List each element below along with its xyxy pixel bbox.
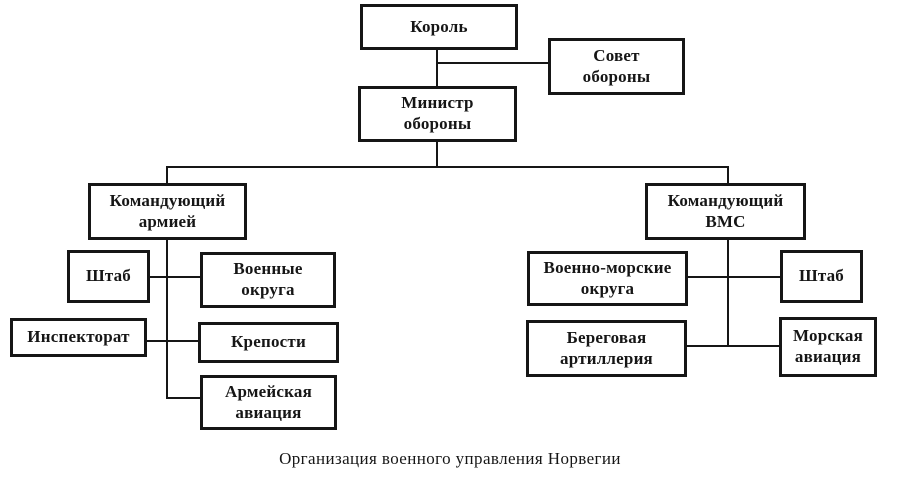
node-ministr-oborony: Министр обороны xyxy=(358,86,517,142)
node-beregovaya-artilleriya: Береговая артиллерия xyxy=(526,320,687,377)
connector-inspektorat-kreposti xyxy=(147,340,200,342)
node-shtab-vms: Штаб xyxy=(780,250,863,303)
node-kreposti-label: Крепости xyxy=(231,332,306,352)
node-morskaya-aviatsiya-label: Морская авиация xyxy=(793,326,863,366)
node-armeyskaya-aviatsiya: Армейская авиация xyxy=(200,375,337,430)
node-voennye-okruga: Военные округа xyxy=(200,252,336,308)
node-sovet-oborony-label: Совет обороны xyxy=(582,45,651,86)
connector-navy-trunk xyxy=(727,240,729,346)
node-voenno-morskie-okruga: Военно-морские округа xyxy=(527,251,688,306)
node-komanduyushchiy-vms: Командующий ВМС xyxy=(645,183,806,240)
node-ministr-oborony-label: Министр обороны xyxy=(401,93,474,133)
connector-army-trunk xyxy=(166,240,168,399)
node-korol: Король xyxy=(360,4,518,50)
connector-shtab-voennye xyxy=(150,276,200,278)
connector-drop-navy xyxy=(727,167,729,183)
node-inspektorat-label: Инспекторат xyxy=(27,327,130,347)
connector-to-armeyskaya xyxy=(167,397,200,399)
connector-beregovaya-morskaya xyxy=(686,345,779,347)
connector-korol-to-ministr xyxy=(436,49,438,86)
connector-drop-army xyxy=(166,167,168,183)
node-beregovaya-artilleriya-label: Береговая артиллерия xyxy=(560,327,653,368)
node-komanduyushchiy-vms-label: Командующий ВМС xyxy=(667,190,784,231)
node-armeyskaya-aviatsiya-label: Армейская авиация xyxy=(225,381,312,422)
node-shtab-vms-label: Штаб xyxy=(798,266,845,286)
node-korol-label: Король xyxy=(410,16,468,36)
node-morskaya-aviatsiya: Морская авиация xyxy=(779,317,877,377)
connector-vmsokruga-shtab xyxy=(688,276,780,278)
diagram-caption: Организация военного управления Норвегии xyxy=(279,449,621,468)
node-komanduyushchiy-armiey: Командующий армией xyxy=(88,183,247,240)
node-komanduyushchiy-armiey-label: Командующий армией xyxy=(109,190,226,231)
connector-to-sovet xyxy=(437,62,548,64)
node-sovet-oborony: Совет обороны xyxy=(548,38,685,95)
connector-ministr-down xyxy=(436,141,438,168)
node-voennye-okruga-label: Военные округа xyxy=(233,259,303,299)
node-voenno-morskie-okruga-label: Военно-морские округа xyxy=(543,257,672,298)
node-shtab-armii-label: Штаб xyxy=(85,266,132,286)
node-inspektorat: Инспекторат xyxy=(10,318,147,357)
connector-main-horizontal xyxy=(166,166,729,168)
node-shtab-armii: Штаб xyxy=(67,250,150,303)
node-kreposti: Крепости xyxy=(198,322,339,363)
